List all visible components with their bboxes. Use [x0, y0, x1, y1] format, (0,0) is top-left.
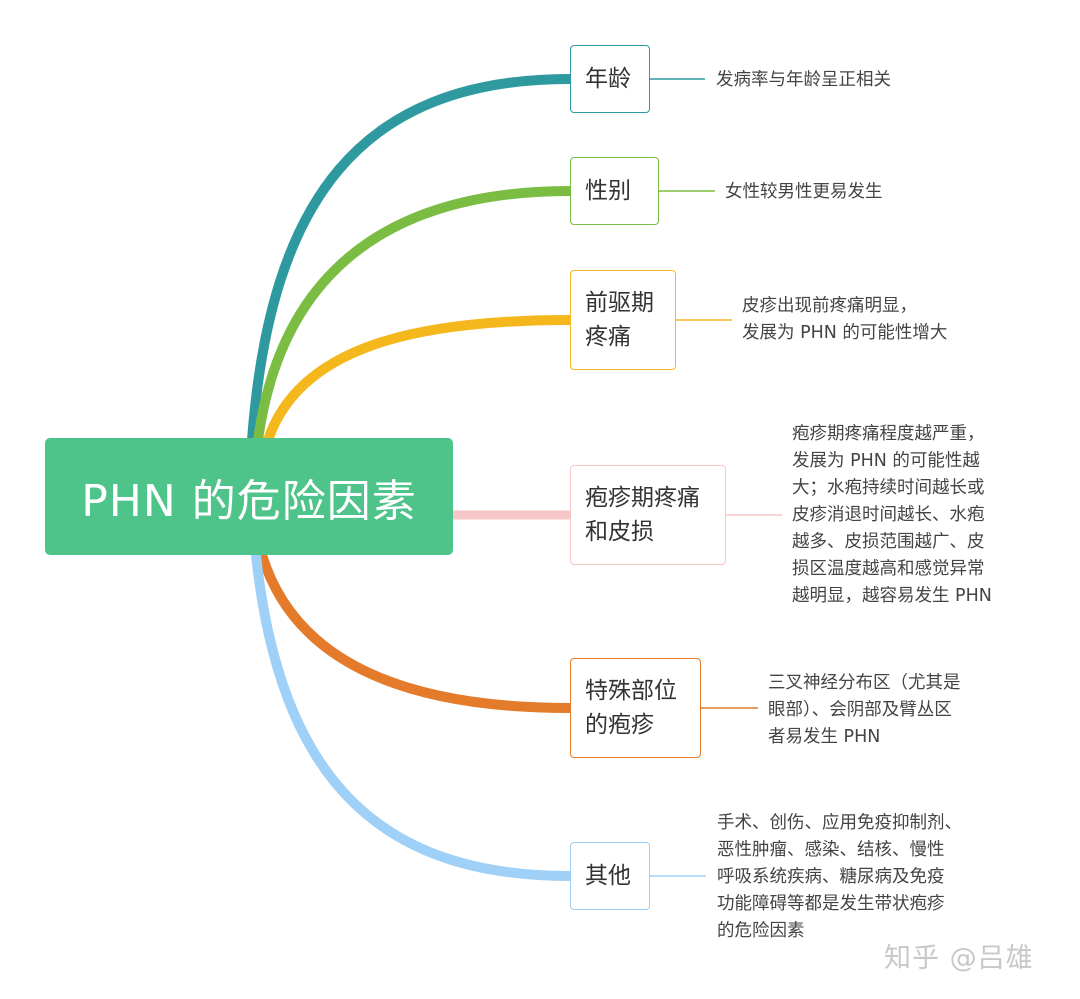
branch-label: 性别: [585, 178, 631, 204]
root-label: PHN 的危险因素: [81, 475, 417, 527]
branch-node-gender: 性别: [570, 157, 659, 225]
branch-desc-gender: 女性较男性更易发生: [725, 182, 883, 202]
branch-curve: [247, 74, 575, 445]
watermark: 知乎 @吕雄: [884, 943, 1034, 974]
branch-node-other: 其他: [570, 842, 650, 910]
branch-node-age: 年龄: [570, 45, 650, 113]
branch-desc-prodromal-pain: 皮疹出现前疼痛明显， 发展为 PHN 的可能性增大: [742, 296, 948, 343]
branch-curve: [257, 550, 575, 713]
branch-label: 年龄: [585, 66, 631, 92]
branch-label: 疱疹期疼痛 和皮损: [585, 485, 700, 545]
branch-node-prodromal-pain: 前驱期 疼痛: [570, 270, 676, 370]
branch-desc-herpes-pain-lesion: 疱疹期疼痛程度越严重， 发展为 PHN 的可能性越 大；水疱持续时间越长或 皮疹…: [792, 424, 992, 606]
branch-node-special-site: 特殊部位 的疱疹: [570, 658, 701, 758]
branch-node-herpes-pain-lesion: 疱疹期疼痛 和皮损: [570, 465, 726, 565]
branch-label: 其他: [585, 863, 631, 889]
branch-curve: [251, 550, 575, 881]
branch-label: 特殊部位 的疱疹: [585, 678, 677, 738]
branch-desc-special-site: 三叉神经分布区（尤其是 眼部）、会阴部及臂丛区 者易发生 PHN: [768, 673, 961, 747]
branch-desc-other: 手术、创伤、应用免疫抑制剂、 恶性肿瘤、感染、结核、慢性 呼吸系统疾病、糖尿病及…: [717, 813, 962, 941]
branch-curve: [253, 186, 575, 445]
branch-curve: [263, 315, 575, 445]
root-node: PHN 的危险因素: [45, 438, 453, 555]
branch-label: 前驱期 疼痛: [585, 290, 654, 350]
branch-desc-age: 发病率与年龄呈正相关: [716, 70, 891, 90]
